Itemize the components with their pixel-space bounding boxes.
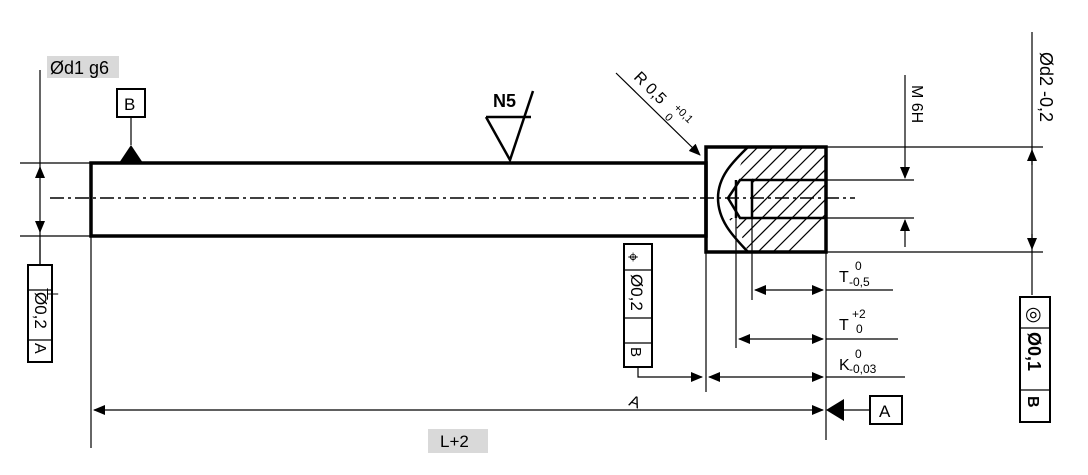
total-length-label-box: L+2	[428, 429, 488, 453]
dim-t1-upper: 0	[855, 259, 862, 273]
datum-b-letter: B	[124, 95, 135, 114]
dim-t2-upper: +2	[852, 307, 866, 321]
dim-t2-lower: 0	[856, 322, 863, 336]
dim-k-upper: 0	[855, 347, 862, 361]
head-diameter-dimension: Ød2 -0,2	[826, 32, 1056, 295]
total-length-label: L+2	[440, 432, 469, 451]
thread-size-label: M 6H	[908, 85, 925, 123]
surface-finish-symbol: N5	[484, 90, 535, 164]
concentricity-frame: ◎ Ø0,1 B	[1019, 296, 1051, 423]
position-symbol: ⌖	[628, 247, 638, 267]
concentricity-value: Ø0,1	[1024, 332, 1044, 371]
shaft-diameter-label: Ød1 g6	[50, 58, 109, 78]
perpendicularity-datum: A	[31, 343, 48, 354]
perpendicularity-frame: ⊥ Ø0,2 A	[27, 240, 60, 363]
position-frame: ⌖ Ø0,2 B	[623, 243, 703, 382]
dim-t1-lower: -0,5	[849, 275, 870, 289]
datum-a-letter: A	[879, 402, 891, 421]
dim-t1-label: T	[839, 269, 849, 286]
perpendicularity-value: Ø0,2	[31, 292, 50, 329]
position-value: Ø0,2	[627, 274, 646, 311]
shaft	[89, 161, 708, 238]
position-datum: B	[627, 347, 644, 357]
thread-dimension: M 6H	[826, 75, 925, 247]
dim-k-label: K	[839, 357, 850, 374]
fillet-radius-callout: R 0,5 +0,1 0	[615, 69, 701, 156]
surface-finish-label: N5	[493, 91, 516, 111]
dimension-t-plus: T +2 0	[738, 307, 898, 344]
dimension-t-tolerance: T 0 -0,5	[754, 259, 893, 295]
fillet-radius-label: R 0,5	[630, 69, 669, 108]
length-dimension-a: A	[90, 236, 824, 448]
head	[704, 145, 828, 254]
head-diameter-label: Ød2 -0,2	[1036, 52, 1056, 122]
fillet-radius-upper: +0,1	[671, 102, 695, 126]
dimension-k: K 0 -0,03	[708, 347, 905, 382]
concentricity-datum: B	[1024, 396, 1041, 408]
datum-a-marker: A	[826, 395, 903, 425]
fillet-radius-lower: 0	[662, 111, 675, 124]
perpendicularity-symbol: ⊥	[43, 287, 60, 301]
shaft-diameter-dimension: Ød1 g6	[20, 56, 119, 265]
dim-k-lower: -0,03	[849, 362, 877, 376]
dim-t2-label: T	[839, 317, 849, 334]
section-hatch	[728, 147, 826, 252]
concentricity-symbol: ◎	[1025, 304, 1042, 325]
datum-b-marker: B	[116, 88, 146, 163]
